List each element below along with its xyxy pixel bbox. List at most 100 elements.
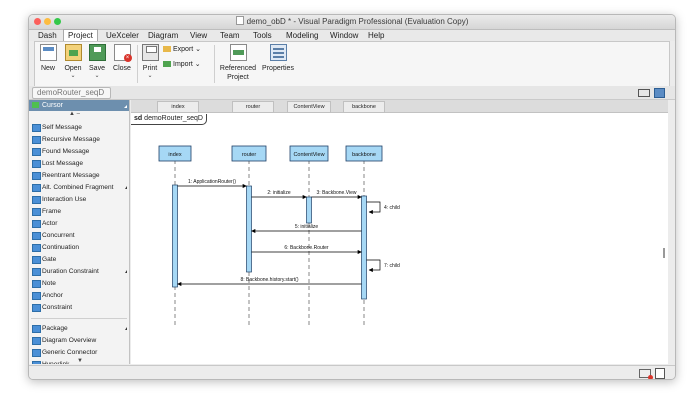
- palette-separator: [31, 318, 127, 319]
- palette-item-label: Found Message: [42, 148, 90, 155]
- palette-item-reentrant-message[interactable]: Reentrant Message: [29, 170, 129, 181]
- palette-item-hyperlink[interactable]: Hyperlink: [29, 359, 129, 364]
- title-bar: demo_obD * - Visual Paradigm Professiona…: [29, 15, 675, 30]
- menu-help[interactable]: Help: [368, 31, 385, 40]
- menu-team[interactable]: Team: [220, 31, 240, 40]
- header-tab-index[interactable]: index: [157, 101, 199, 113]
- menu-tools[interactable]: Tools: [253, 31, 272, 40]
- menu-view[interactable]: View: [190, 31, 208, 40]
- print-button[interactable]: Print ⌄: [139, 44, 161, 79]
- window-title-text: demo_obD * - Visual Paradigm Professiona…: [246, 17, 469, 26]
- referenced-label-line2: Project: [227, 74, 249, 81]
- palette-item-continuation[interactable]: Continuation: [29, 242, 129, 253]
- open-button[interactable]: Open ⌄: [62, 44, 84, 79]
- scroll-up-icon[interactable]: ▲ ‒: [69, 111, 80, 117]
- palette-item-lost-message[interactable]: Lost Message: [29, 158, 129, 169]
- close-button[interactable]: × Close: [111, 44, 133, 73]
- palette-item-found-message[interactable]: Found Message: [29, 146, 129, 157]
- document-status-icon[interactable]: [655, 368, 665, 379]
- expand-triangle-icon[interactable]: [125, 327, 127, 330]
- header-tab-backbone[interactable]: backbone: [343, 101, 385, 113]
- menu-project[interactable]: Project: [63, 29, 98, 42]
- lifeline-box-backbone[interactable]: [345, 145, 383, 162]
- frame-icon: [32, 208, 41, 216]
- header-tab-router[interactable]: router: [232, 101, 274, 113]
- self-message-arrow[interactable]: [366, 201, 381, 215]
- palette-item-constraint[interactable]: Constraint: [29, 302, 129, 313]
- lifeline-box-router[interactable]: [231, 145, 267, 162]
- palette-item-self-message[interactable]: Self Message: [29, 122, 129, 133]
- menu-dash[interactable]: Dash: [38, 31, 57, 40]
- vertical-scroll-handle[interactable]: [663, 248, 665, 258]
- save-label: Save: [89, 65, 105, 72]
- panel-layout-icon[interactable]: [654, 88, 665, 98]
- palette-item-recursive-message[interactable]: Recursive Message: [29, 134, 129, 145]
- lifeline-box-index[interactable]: [158, 145, 192, 162]
- palette-item-duration-constraint[interactable]: Duration Constraint: [29, 266, 129, 277]
- minimize-window-button[interactable]: [44, 18, 51, 25]
- application-window: demo_obD * - Visual Paradigm Professiona…: [28, 14, 676, 380]
- scroll-down-icon[interactable]: ▼: [77, 358, 83, 364]
- palette-item-interaction-use[interactable]: Interaction Use: [29, 194, 129, 205]
- ribbon-toolbar: New Open ⌄ Save ⌄ × Close Print ⌄ Export…: [34, 41, 670, 87]
- palette-item-label: Generic Connector: [42, 349, 98, 356]
- message-label: 6: Backbone.Router: [284, 245, 329, 251]
- interaction-use-icon: [32, 196, 41, 204]
- print-dropdown-icon[interactable]: ⌄: [147, 73, 153, 79]
- palette-item-cursor[interactable]: Cursor: [29, 100, 129, 111]
- activation-bar[interactable]: [172, 184, 178, 288]
- palette-item-concurrent[interactable]: Concurrent: [29, 230, 129, 241]
- palette-item-alt-combined-fragment[interactable]: Alt. Combined Fragment: [29, 182, 129, 193]
- breadcrumb-bar: demoRouter_seqD: [29, 86, 675, 100]
- activation-bar[interactable]: [361, 195, 367, 300]
- header-tab-contentview[interactable]: ContentView: [287, 101, 331, 113]
- breadcrumb[interactable]: demoRouter_seqD: [32, 87, 112, 99]
- close-project-icon: ×: [113, 44, 132, 62]
- palette-item-anchor[interactable]: Anchor: [29, 290, 129, 301]
- lifeline-box-contentview[interactable]: [289, 145, 329, 162]
- open-dropdown-icon[interactable]: ⌄: [70, 73, 76, 79]
- import-button[interactable]: Import ⌄: [163, 60, 201, 68]
- menu-uexceler[interactable]: UeXceler: [106, 31, 139, 40]
- palette-item-label: Continuation: [42, 244, 80, 251]
- palette-item-diagram-overview[interactable]: Diagram Overview: [29, 335, 129, 346]
- palette-item-gate[interactable]: Gate: [29, 254, 129, 265]
- message-label: 4: child: [384, 205, 400, 211]
- self-message-arrow[interactable]: [366, 259, 381, 273]
- new-button[interactable]: New: [37, 44, 59, 73]
- activation-bar[interactable]: [246, 185, 252, 273]
- frame-name: demoRouter_seqD: [144, 115, 203, 122]
- palette-item-note[interactable]: Note: [29, 278, 129, 289]
- menu-diagram[interactable]: Diagram: [148, 31, 179, 40]
- palette-item-actor[interactable]: Actor: [29, 218, 129, 229]
- expand-triangle-icon[interactable]: [125, 186, 127, 189]
- palette-item-generic-connector[interactable]: Generic Connector: [29, 347, 129, 358]
- expand-triangle-icon[interactable]: [124, 105, 127, 108]
- note-icon: [32, 280, 41, 288]
- properties-button[interactable]: Properties: [261, 44, 295, 73]
- menu-window[interactable]: Window: [330, 31, 359, 40]
- activation-bar[interactable]: [306, 196, 312, 224]
- hyperlink-icon: [32, 361, 41, 364]
- expand-triangle-icon[interactable]: [125, 270, 127, 273]
- zoom-window-button[interactable]: [54, 18, 61, 25]
- fit-diagram-icon[interactable]: [638, 89, 650, 97]
- menu-modeling[interactable]: Modeling: [286, 31, 319, 40]
- message-label: 5: initialize: [295, 224, 319, 230]
- package-icon: [32, 325, 41, 333]
- save-button[interactable]: Save ⌄: [86, 44, 108, 79]
- export-button[interactable]: Export ⌄: [163, 45, 201, 53]
- concurrent-icon: [32, 232, 41, 240]
- palette-item-frame[interactable]: Frame: [29, 206, 129, 217]
- save-dropdown-icon[interactable]: ⌄: [94, 73, 100, 79]
- mail-icon[interactable]: [639, 369, 653, 379]
- referenced-project-button[interactable]: Referenced Project: [218, 44, 258, 82]
- palette-item-package[interactable]: Package: [29, 323, 129, 334]
- close-label: Close: [113, 65, 131, 72]
- palette-item-label: Duration Constraint: [42, 268, 99, 275]
- palette-item-label: Gate: [42, 256, 57, 263]
- printer-icon: [141, 44, 159, 61]
- close-window-button[interactable]: [34, 18, 41, 25]
- gate-icon: [32, 256, 41, 264]
